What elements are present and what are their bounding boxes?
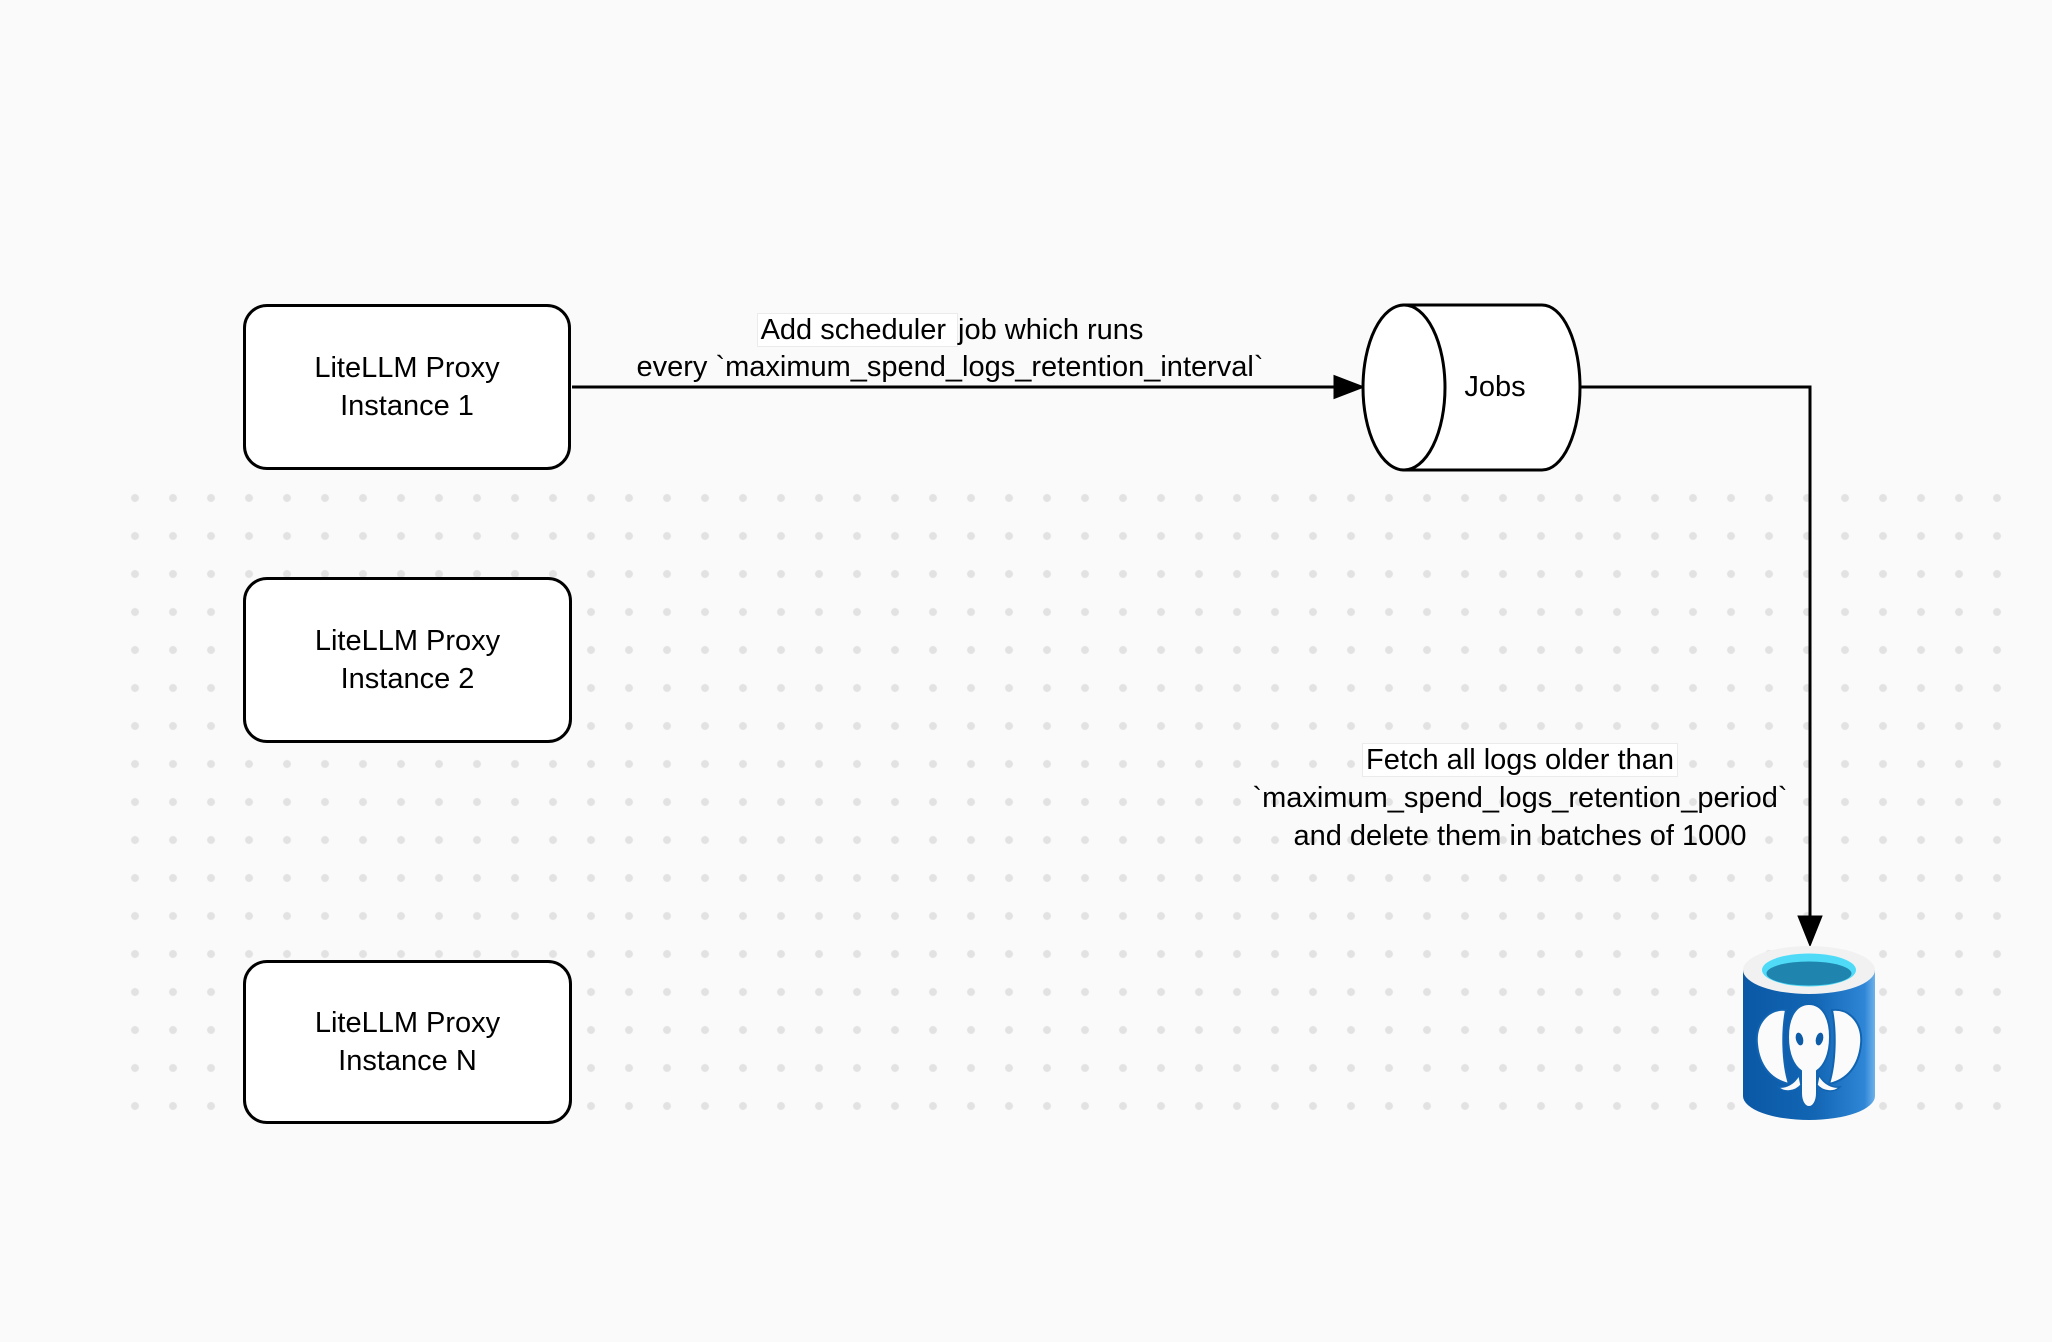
node-label-line: LiteLLM Proxy bbox=[314, 1007, 501, 1039]
edge-label-line: Fetch all logs older than bbox=[1220, 741, 1820, 779]
edge-scheduler-arrow[interactable] bbox=[572, 374, 1366, 400]
node-label-line: Instance 1 bbox=[340, 390, 474, 422]
edge-label-line: `maximum_spend_logs_retention_period` bbox=[1252, 782, 1788, 814]
edge-label-chip: Fetch all logs older than bbox=[1362, 743, 1678, 777]
edge-label-line: Add scheduler job which runs bbox=[560, 312, 1340, 349]
node-litellm-proxy-2[interactable]: LiteLLM Proxy Instance 2 bbox=[243, 577, 572, 743]
pg-water-deep bbox=[1766, 961, 1852, 986]
node-label-line: Instance N bbox=[338, 1045, 477, 1077]
edge-label-fetch: Fetch all logs older than `maximum_spend… bbox=[1220, 741, 1820, 855]
jobs-queue-shape[interactable] bbox=[1361, 303, 1582, 472]
node-label-line: Instance 2 bbox=[340, 663, 475, 695]
node-label-line: LiteLLM Proxy bbox=[314, 352, 500, 384]
jobs-node-label: Jobs bbox=[1464, 370, 1526, 403]
postgresql-database-icon[interactable] bbox=[1742, 944, 1876, 1124]
node-litellm-proxy-n[interactable]: LiteLLM Proxy Instance N bbox=[243, 960, 572, 1124]
node-litellm-proxy-1[interactable]: LiteLLM Proxy Instance 1 bbox=[243, 304, 571, 470]
edge-label-chip: Add scheduler bbox=[756, 313, 959, 347]
edge-label-scheduler: Add scheduler job which runs every `maxi… bbox=[560, 312, 1340, 386]
edge-fetch-arrow[interactable] bbox=[1580, 385, 1823, 948]
postgres-elephant-icon bbox=[1755, 1002, 1863, 1109]
edge-label-line: and delete them in batches of 1000 bbox=[1293, 820, 1747, 852]
node-label-line: LiteLLM Proxy bbox=[314, 625, 501, 657]
edge-label-line: every `maximum_spend_logs_retention_inte… bbox=[636, 351, 1264, 383]
